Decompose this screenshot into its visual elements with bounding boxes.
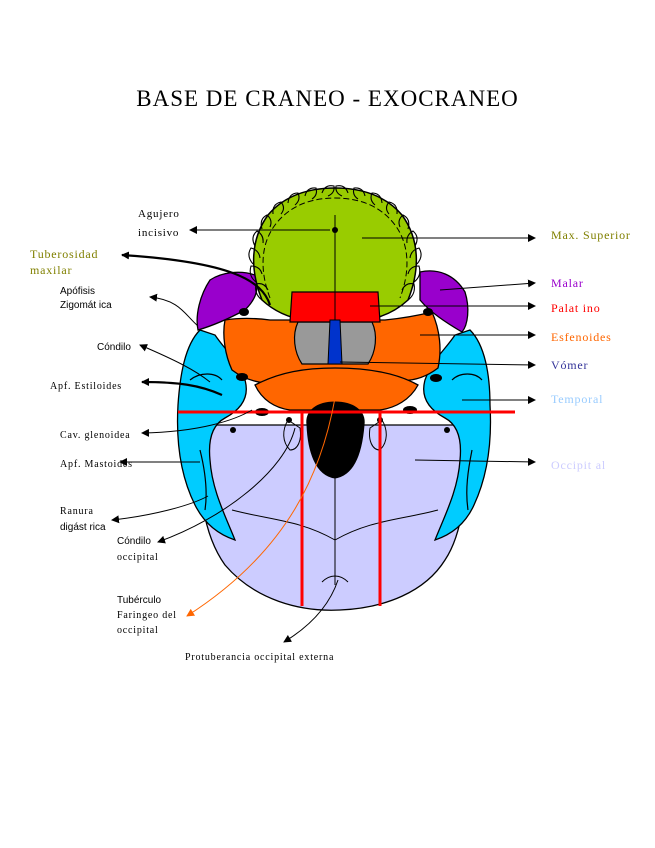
label-mastoides: Apf. Mastoides bbox=[60, 459, 133, 470]
label-tuberosidad-1: Tuberosidad bbox=[30, 247, 98, 261]
arrow-apofisis bbox=[149, 293, 199, 327]
vomer-bone bbox=[327, 319, 343, 365]
label-temporal: Temporal bbox=[551, 392, 603, 406]
label-apofisis-1: Apófisis bbox=[60, 286, 95, 297]
label-tuberculo-1: Tubérculo bbox=[117, 595, 162, 606]
label-ranura-2: digást rica bbox=[60, 522, 106, 533]
arrow-vomer bbox=[339, 360, 536, 369]
arrow-malar bbox=[439, 279, 536, 291]
arrow-ranura bbox=[111, 495, 209, 524]
arrow-glenoidea bbox=[141, 409, 253, 437]
label-condilo-occ-2: occipital bbox=[117, 552, 159, 563]
temporal-bone-left bbox=[176, 329, 247, 542]
label-protuberancia: Protuberancia occipital externa bbox=[185, 652, 334, 663]
label-palatino: Palat ino bbox=[551, 301, 601, 315]
arrow-condilo bbox=[139, 344, 211, 383]
label-tuberosidad-2: maxilar bbox=[30, 263, 72, 277]
label-glenoidea: Cav. glenoidea bbox=[60, 430, 131, 441]
label-estiloides: Apf. Estiloides bbox=[50, 381, 122, 392]
label-max-superior: Max. Superior bbox=[551, 228, 631, 242]
label-tuberculo-3: occipital bbox=[117, 625, 159, 636]
page-title: BASE DE CRANEO - EXOCRANEO bbox=[136, 86, 519, 111]
guide-lines bbox=[178, 410, 515, 606]
foramen-magnum bbox=[306, 401, 365, 479]
arrow-occipital bbox=[414, 457, 536, 466]
teeth bbox=[248, 185, 422, 301]
incisive-foramen bbox=[332, 227, 338, 233]
label-malar: Malar bbox=[551, 276, 584, 290]
arrow-tuberosidad bbox=[121, 251, 272, 306]
label-vomer: Vómer bbox=[551, 358, 588, 372]
label-condilo: Cóndilo bbox=[97, 342, 131, 353]
malar-bone-right bbox=[419, 270, 469, 333]
label-condilo-occ-1: Cóndilo bbox=[117, 536, 151, 547]
label-tuberculo-2: Faringeo del bbox=[117, 610, 177, 621]
label-apofisis-2: Zigomát ica bbox=[60, 300, 112, 311]
sphenoid-lower bbox=[254, 367, 419, 411]
label-agujero-1: Agujero bbox=[138, 208, 180, 220]
label-esfenoides: Esfenoides bbox=[551, 330, 612, 344]
arrow-condilo-occ bbox=[157, 427, 296, 544]
arrow-tuberculo bbox=[186, 397, 336, 617]
label-ranura-1: Ranura bbox=[60, 506, 94, 517]
label-occipital: Occipit al bbox=[551, 458, 606, 472]
arrow-protuberancia bbox=[283, 579, 339, 643]
label-agujero-2: incisivo bbox=[138, 227, 179, 239]
arrow-estiloides bbox=[141, 378, 223, 397]
dental-arch bbox=[262, 197, 408, 299]
temporal-bone-right bbox=[423, 329, 492, 542]
